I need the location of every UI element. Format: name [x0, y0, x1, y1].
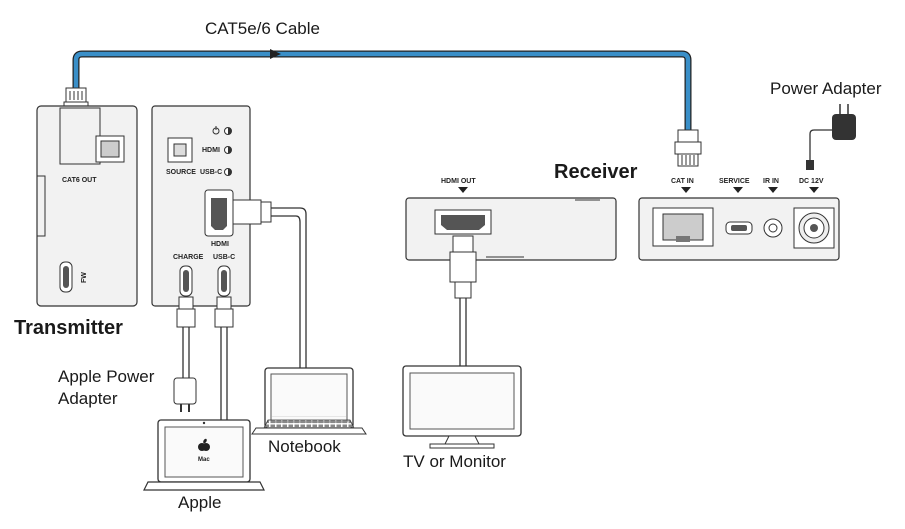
- receiver-label: Receiver: [554, 161, 638, 183]
- transmitter-side: [36, 105, 138, 307]
- transmitter-label: Transmitter: [14, 317, 123, 339]
- charge-label: CHARGE: [173, 254, 204, 261]
- apple-power-adapter-label-1: Apple Power: [58, 367, 155, 386]
- ir-in-label: IR IN: [763, 178, 779, 185]
- cat6-out-label: CAT6 OUT: [62, 177, 97, 184]
- hdmi-out-arrow-icon: [458, 187, 468, 193]
- usbc-label: USB-C: [213, 254, 235, 261]
- dc-12v-label: DC 12V: [799, 178, 824, 185]
- mac-logo-text: Mac: [198, 457, 210, 463]
- apple-logo-icon: [198, 438, 210, 451]
- service-label: SERVICE: [719, 178, 750, 185]
- cat-cable: [72, 49, 692, 132]
- plug-icon: [173, 377, 197, 412]
- cat-in-label: CAT IN: [671, 178, 694, 185]
- notebook-label: Notebook: [268, 437, 341, 456]
- receiver-front: [405, 197, 617, 261]
- apple-power-adapter-label-2: Adapter: [58, 389, 118, 408]
- fw-label: FW: [81, 272, 88, 283]
- dc-arrow-icon: [809, 187, 819, 193]
- hdmi-led-label: HDMI: [202, 147, 220, 154]
- rj45-plug-rx: [674, 129, 702, 167]
- apple-label: Apple: [178, 493, 221, 512]
- apple-laptop: [143, 419, 265, 491]
- power-adapter: [806, 104, 856, 170]
- direction-arrow-icon: [270, 49, 281, 59]
- power-adapter-label: Power Adapter: [770, 79, 882, 98]
- cable-label: CAT5e/6 Cable: [205, 19, 320, 38]
- hdmi-cable-tv: [449, 235, 477, 366]
- usbc-cable-charge: [176, 296, 196, 384]
- usbc-led-label: USB-C: [200, 169, 222, 176]
- receiver-rear: [638, 197, 840, 261]
- tv-monitor: [402, 365, 522, 449]
- transmitter-front: [151, 105, 251, 307]
- tv-monitor-label: TV or Monitor: [403, 452, 506, 471]
- notebook-laptop: [251, 367, 367, 435]
- service-arrow-icon: [733, 187, 743, 193]
- power-icon: [212, 126, 220, 135]
- usbc-cable-mac: [214, 296, 234, 420]
- hdmi-cable-notebook: [232, 199, 307, 368]
- cat-in-arrow-icon: [681, 187, 691, 193]
- source-label: SOURCE: [166, 169, 196, 176]
- hdmi-label: HDMI: [211, 241, 229, 248]
- led-icon: [224, 127, 232, 176]
- hdmi-out-label: HDMI OUT: [441, 178, 476, 185]
- ir-in-arrow-icon: [768, 187, 778, 193]
